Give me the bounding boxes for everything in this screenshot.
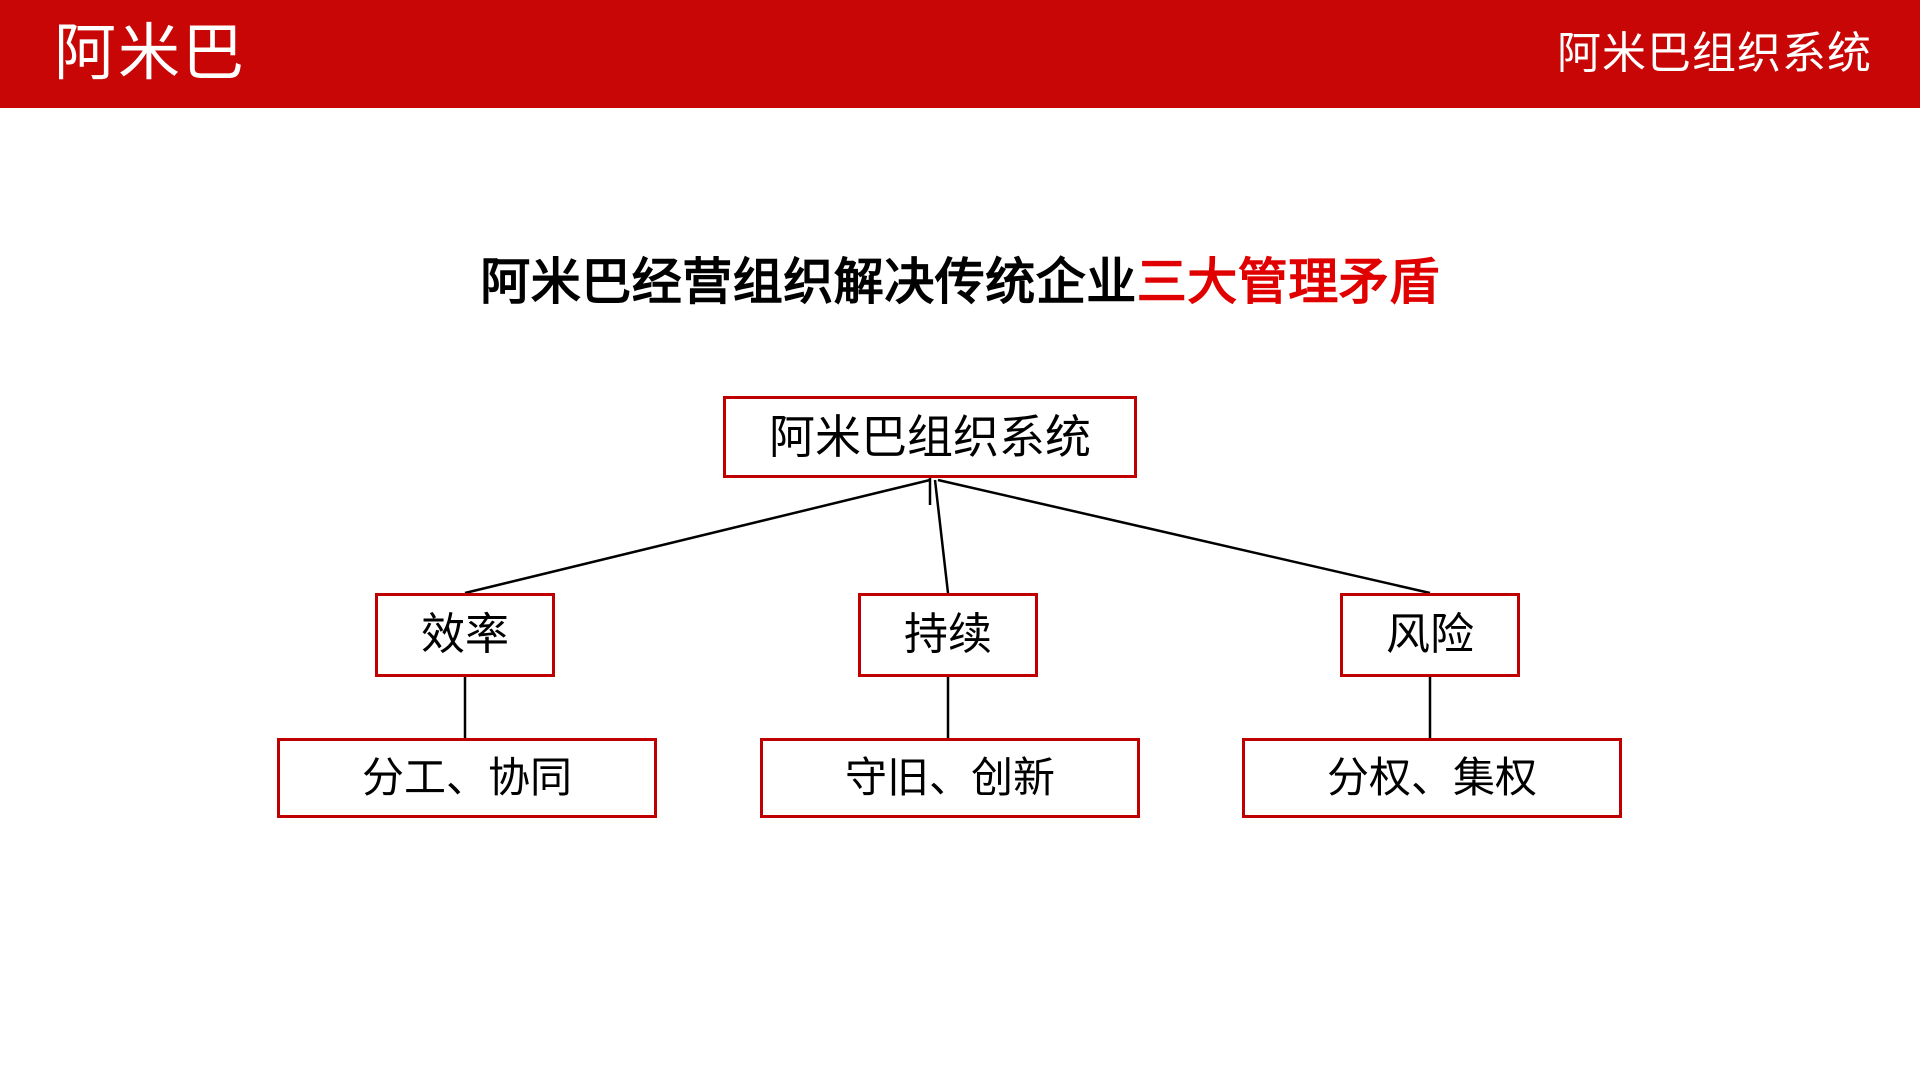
page-title-accent: 三大管理矛盾: [1136, 254, 1440, 310]
connector-root-to-sustainability: [933, 479, 950, 594]
header-title: 阿米巴组织系统: [1557, 29, 1872, 78]
page-title: 阿米巴经营组织解决传统企业三大管理矛盾: [0, 255, 1920, 310]
tree-node-risk[interactable]: 风险: [1340, 593, 1520, 677]
tree-node-root[interactable]: 阿米巴组织系统: [723, 396, 1137, 478]
connector-root-to-risk: [937, 478, 1431, 595]
connector-root-to-efficiency: [464, 478, 931, 595]
page-title-main: 阿米巴经营组织解决传统企业: [480, 254, 1137, 310]
tree-leaf-division-collaboration[interactable]: 分工、协同: [277, 738, 657, 818]
brand-logo-text: 阿米巴: [54, 19, 247, 88]
tree-node-sustainability[interactable]: 持续: [858, 593, 1038, 677]
tree-node-efficiency[interactable]: 效率: [375, 593, 555, 677]
header-bar: 阿米巴 阿米巴组织系统: [0, 0, 1920, 108]
tree-leaf-decentralization-centralization[interactable]: 分权、集权: [1242, 738, 1622, 818]
tree-leaf-tradition-innovation[interactable]: 守旧、创新: [760, 738, 1140, 818]
